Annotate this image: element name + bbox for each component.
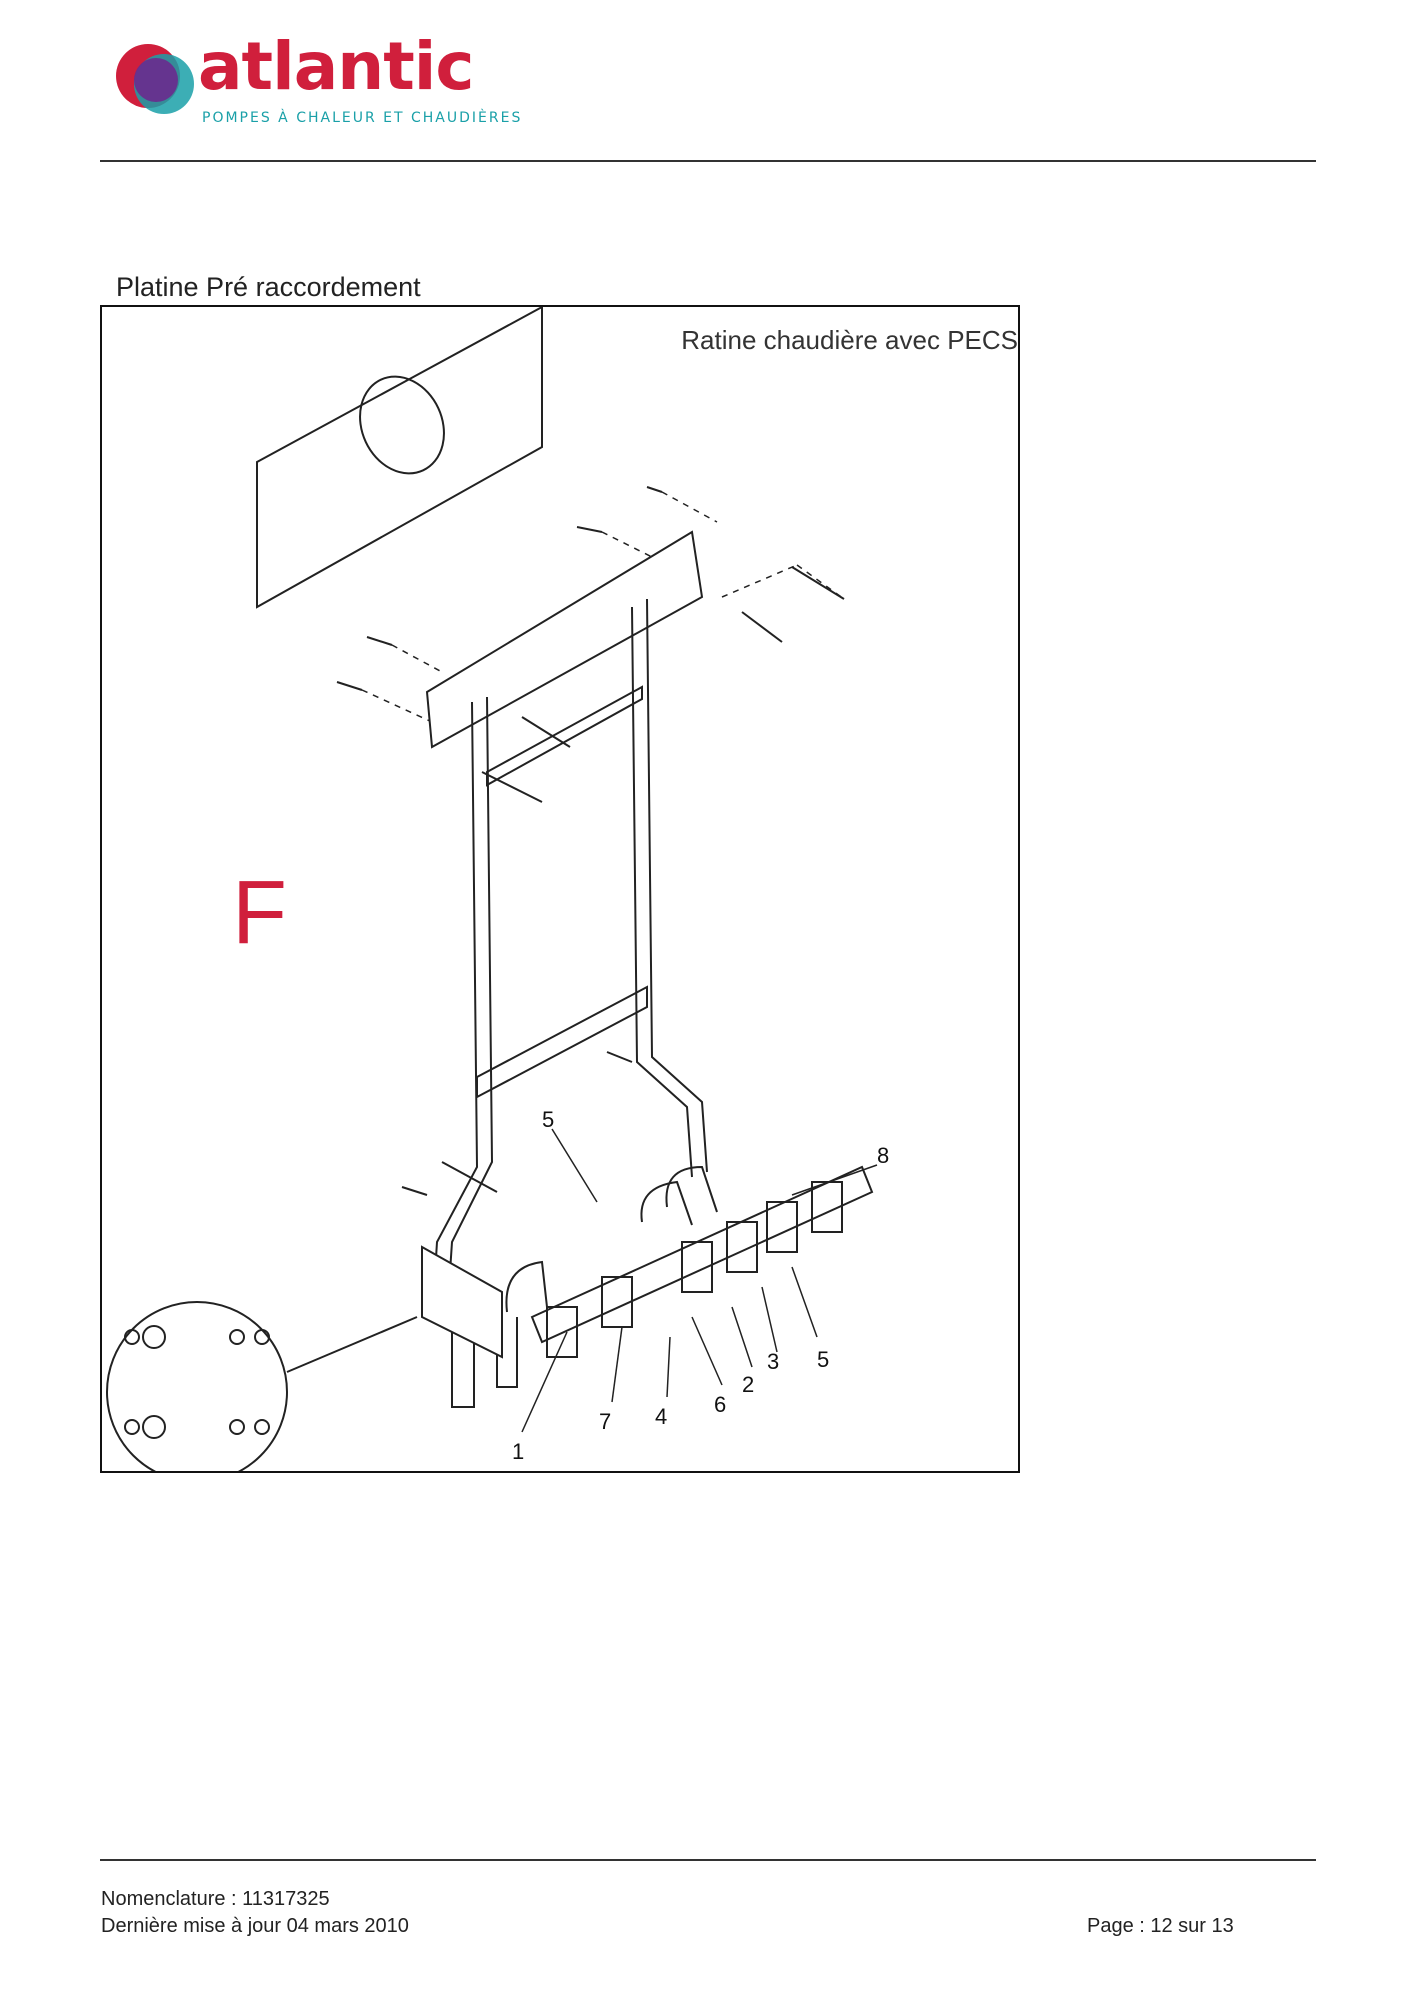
detail-zoom-circle <box>106 1301 288 1471</box>
header-divider <box>100 160 1316 162</box>
footer-divider <box>100 1859 1316 1861</box>
footer-last-update: Dernière mise à jour 04 mars 2010 <box>101 1915 409 1937</box>
callout-leaders <box>521 1128 878 1433</box>
zone-letter: F <box>232 863 287 963</box>
figure-caption: Ratine chaudière avec PECS <box>681 325 1018 355</box>
section-title: Platine Pré raccordement <box>116 272 421 302</box>
callout-number: 8 <box>877 1143 889 1168</box>
detail-holes <box>124 1325 270 1439</box>
callout-number: 5 <box>542 1107 554 1132</box>
brand-tagline: POMPES À CHALEUR ET CHAUDIÈRES <box>202 110 523 126</box>
hydraulic-manifold <box>451 1165 874 1408</box>
callout-number: 1 <box>512 1439 524 1464</box>
long-screws <box>441 566 845 1193</box>
template-circle <box>359 375 445 475</box>
wall-plugs <box>336 486 663 1196</box>
template-sheet <box>256 307 543 609</box>
footer-nomenclature: Nomenclature : 11317325 <box>101 1888 330 1910</box>
assembly-guides <box>361 491 845 723</box>
callout-number: 4 <box>655 1404 667 1429</box>
top-mounting-bar <box>425 530 704 749</box>
callout-numbers: 5 8 1 7 4 6 2 3 5 <box>512 1107 889 1464</box>
callout-number: 5 <box>817 1347 829 1372</box>
callout-number: 3 <box>767 1349 779 1374</box>
cross-braces <box>476 685 648 1099</box>
callout-number: 6 <box>714 1392 726 1417</box>
exploded-diagram-frame: Ratine chaudière avec PECS F <box>100 305 1020 1473</box>
left-bracket <box>421 1245 503 1359</box>
brand-name: atlantic <box>198 28 475 105</box>
footer-page-number: Page : 12 sur 13 <box>1087 1915 1234 1937</box>
callout-number: 7 <box>599 1409 611 1434</box>
brand-logo: atlantic POMPES À CHALEUR ET CHAUDIÈRES <box>112 28 520 130</box>
exploded-diagram: 5 8 1 7 4 6 2 3 5 <box>106 307 889 1471</box>
logo-mark-icon <box>116 44 194 114</box>
callout-number: 2 <box>742 1372 754 1397</box>
